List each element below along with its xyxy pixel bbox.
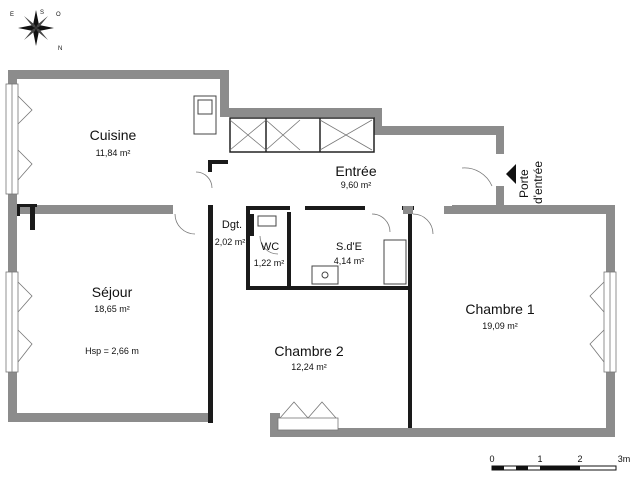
entrance-arrow-icon [506, 164, 516, 184]
entrance-label-line1: Porte [517, 169, 531, 198]
compass-south: S [40, 10, 44, 16]
scale-tick-3: 3m [618, 454, 631, 464]
room-area-dgt: 2,02 m² [215, 237, 246, 247]
room-area-sde: 4,14 m² [334, 256, 365, 266]
room-name-chambre1: Chambre 1 [465, 301, 534, 317]
room-area-entree: 9,60 m² [341, 180, 372, 190]
entrance-label: Porte d'entrée [517, 161, 545, 204]
room-area-chambre2: 12,24 m² [291, 362, 327, 372]
room-name-sde: S.d'E [336, 241, 362, 253]
closets [229, 117, 375, 153]
interior-walls [17, 160, 456, 428]
compass-west: O [56, 12, 61, 18]
scale-bar: 0 1 2 3m [489, 454, 631, 471]
room-name-entree: Entrée [335, 163, 376, 179]
room-name-dgt: Dgt. [222, 219, 242, 231]
exterior-walls [8, 70, 615, 437]
doors [174, 167, 493, 255]
scale-tick-2: 2 [577, 454, 582, 464]
entrance-label-line2: d'entrée [531, 161, 545, 204]
room-name-sejour: Séjour [92, 284, 133, 300]
ceiling-height-note: Hsp = 2,66 m [85, 346, 139, 356]
room-area-chambre1: 19,09 m² [482, 321, 518, 331]
compass-north: N [58, 46, 62, 52]
room-area-sejour: 18,65 m² [94, 304, 130, 314]
windows [5, 83, 617, 431]
kitchen-sink [193, 95, 217, 135]
compass-east: E [10, 12, 14, 18]
compass-rose: S N E O [10, 10, 62, 52]
room-name-cuisine: Cuisine [90, 127, 137, 143]
room-name-chambre2: Chambre 2 [274, 343, 343, 359]
scale-tick-0: 0 [489, 454, 494, 464]
bathroom-fixtures [257, 215, 407, 285]
scale-tick-1: 1 [537, 454, 542, 464]
room-area-cuisine: 11,84 m² [96, 148, 131, 158]
room-name-wc: WC [261, 241, 279, 253]
room-area-wc: 1,22 m² [254, 258, 285, 268]
